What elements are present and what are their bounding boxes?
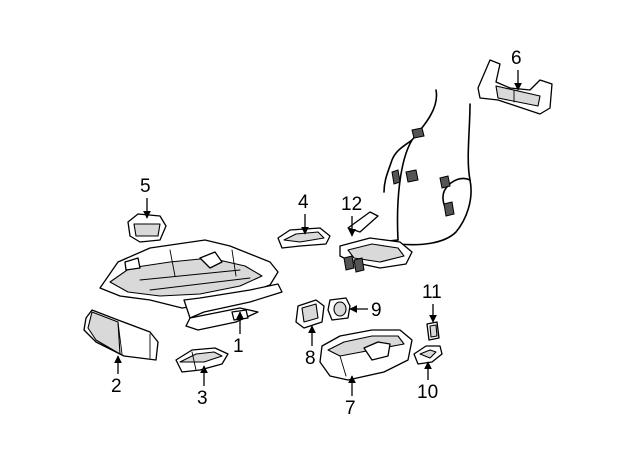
part-8-switch[interactable] (295, 299, 325, 329)
part-1-seat-adjuster-track[interactable] (99, 239, 283, 331)
part-5-cover[interactable] (127, 213, 167, 243)
callout-number: 4 (298, 192, 309, 213)
callout-1: 1 (233, 311, 244, 357)
callout-number: 5 (140, 176, 151, 197)
part-12-wiring-harness[interactable] (339, 89, 472, 273)
part-7-outer-shield[interactable] (319, 329, 413, 381)
callout-number: 3 (197, 388, 208, 409)
callout-number: 2 (111, 376, 122, 397)
callout-9: 9 (349, 300, 382, 321)
callout-7: 7 (345, 375, 356, 419)
callout-number: 1 (233, 336, 244, 357)
part-4-recliner-handle[interactable] (277, 227, 331, 249)
part-6-upper-bracket[interactable] (477, 59, 553, 115)
callout-4: 4 (298, 192, 309, 235)
part-2-side-shield[interactable] (83, 309, 159, 361)
callout-number: 10 (417, 382, 438, 403)
callout-number: 6 (511, 48, 522, 69)
callout-12: 12 (341, 194, 362, 237)
callout-number: 12 (341, 194, 362, 215)
callout-8: 8 (305, 325, 316, 369)
callout-number: 7 (345, 398, 356, 419)
callout-10: 10 (417, 361, 438, 403)
part-10-knob[interactable] (413, 345, 443, 365)
callout-2: 2 (111, 355, 122, 397)
callout-number: 11 (422, 282, 442, 303)
callout-5: 5 (140, 176, 151, 219)
part-9-knob[interactable] (327, 297, 351, 321)
callout-6: 6 (511, 48, 522, 91)
callout-11: 11 (422, 282, 442, 323)
callout-number: 8 (305, 348, 316, 369)
part-3-bracket[interactable] (175, 347, 229, 373)
callout-3: 3 (197, 365, 208, 409)
callout-number: 9 (371, 300, 382, 321)
part-11-clip[interactable] (426, 321, 440, 341)
